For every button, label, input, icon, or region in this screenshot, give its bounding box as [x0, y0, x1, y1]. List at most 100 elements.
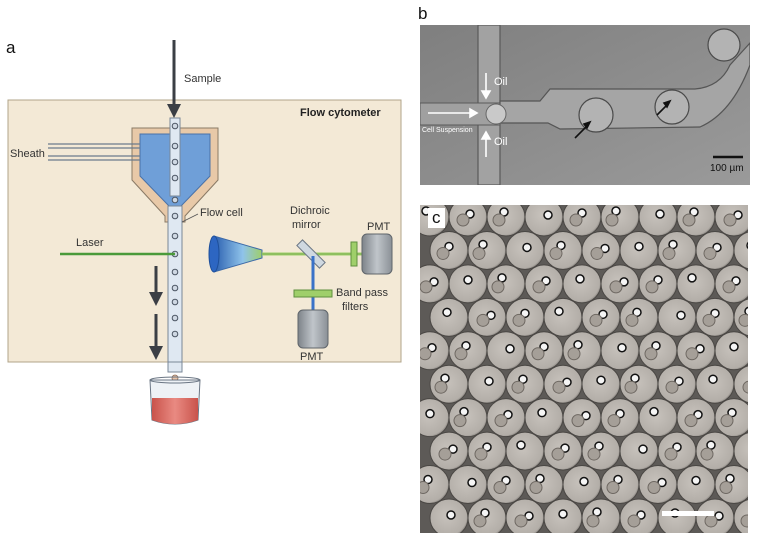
flow-cell: [167, 205, 183, 363]
panel-c-letter: c: [428, 208, 445, 228]
cell: [494, 414, 508, 428]
bead: [691, 475, 701, 486]
pmt-top: [361, 233, 393, 275]
cell: [571, 414, 585, 428]
droplet: [543, 230, 583, 270]
cell: [624, 380, 638, 394]
bead: [617, 343, 627, 353]
panel-b-letter: b: [418, 4, 428, 23]
cell: [704, 514, 718, 528]
cell: [456, 213, 470, 227]
cell: [662, 246, 676, 260]
bead: [746, 241, 748, 250]
cell: [627, 514, 641, 528]
cell: [454, 347, 468, 361]
droplet: [733, 365, 748, 404]
cell: [645, 280, 659, 294]
droplet: [524, 398, 564, 438]
microfluidic-device-image: Oil Oil Cell Suspension 100 µm: [420, 25, 750, 185]
bead: [543, 210, 553, 220]
cell-suspension-label: Cell Suspension: [422, 127, 473, 134]
cell: [569, 213, 583, 227]
cell: [609, 280, 623, 294]
bead: [655, 209, 665, 219]
flow-cell-lower: [167, 361, 183, 373]
filter-top: [350, 241, 358, 267]
cell: [740, 514, 748, 528]
flow-cell-leader: [181, 213, 199, 223]
bead: [463, 275, 473, 285]
sheath-label: Sheath: [10, 148, 45, 160]
bead: [596, 375, 606, 385]
flow-cell-label: Flow cell: [200, 207, 243, 219]
cell: [438, 447, 452, 461]
instrument-title: Flow cytometer: [300, 107, 381, 119]
cell: [742, 380, 748, 394]
cell: [491, 280, 505, 294]
cell: [723, 213, 737, 227]
bead: [649, 406, 659, 417]
cell: [607, 414, 621, 428]
bead: [554, 306, 564, 317]
bead: [575, 274, 585, 284]
cell: [549, 246, 563, 260]
flow-cytometer-diagram: Sample Flow cytometer Sheath Flow cell L…: [7, 40, 402, 425]
pmt-bottom: [297, 309, 329, 349]
droplet: [505, 431, 545, 471]
cell: [590, 246, 604, 260]
droplet: [562, 264, 602, 304]
cell: [492, 213, 506, 227]
cell: [514, 514, 528, 528]
scale-label: 100 µm: [710, 163, 744, 174]
droplet: [505, 364, 545, 404]
pmt-top-label: PMT: [367, 221, 391, 233]
cell: [529, 481, 543, 495]
bandpass-label-line1: Band pass: [336, 287, 388, 299]
sample-arrow-head: [167, 104, 181, 118]
cell: [738, 313, 748, 327]
cell: [589, 313, 603, 327]
bead: [579, 476, 589, 487]
cell: [682, 213, 696, 227]
droplet: [448, 331, 488, 371]
droplet: [638, 331, 678, 371]
cell: [700, 447, 714, 461]
cell: [719, 481, 733, 495]
cell: [512, 313, 526, 327]
lens-face: [208, 235, 220, 273]
cell: [720, 414, 734, 428]
cell: [473, 514, 487, 528]
cell: [420, 481, 430, 495]
droplet: [429, 297, 469, 337]
cell: [644, 347, 658, 361]
bead: [634, 241, 644, 252]
oil-flow-arrows: [428, 73, 492, 157]
cell: [685, 347, 699, 361]
droplet: [654, 89, 690, 125]
droplet: [581, 431, 621, 471]
cell: [684, 414, 698, 428]
bead: [516, 440, 526, 450]
cell: [474, 447, 488, 461]
bead: [638, 444, 648, 454]
droplet: [600, 465, 640, 505]
droplet: [733, 432, 748, 470]
junction: [485, 103, 507, 125]
cell: [420, 280, 433, 294]
droplet: [676, 264, 716, 304]
laser-label: Laser: [76, 237, 104, 249]
droplet-grid: [420, 205, 748, 533]
droplet-array-micrograph: [420, 205, 748, 533]
bead: [425, 408, 435, 419]
cell: [605, 213, 619, 227]
cell: [532, 280, 546, 294]
cell: [703, 246, 717, 260]
cell: [722, 280, 736, 294]
cell: [453, 414, 467, 428]
cell: [434, 380, 448, 394]
dichroic-label-line1: Dichroic: [290, 205, 330, 217]
dichroic-label-line2: mirror: [292, 219, 321, 231]
bead: [676, 310, 686, 321]
oil-bottom-label: Oil: [494, 136, 507, 148]
scale-bar-c: [662, 511, 714, 516]
